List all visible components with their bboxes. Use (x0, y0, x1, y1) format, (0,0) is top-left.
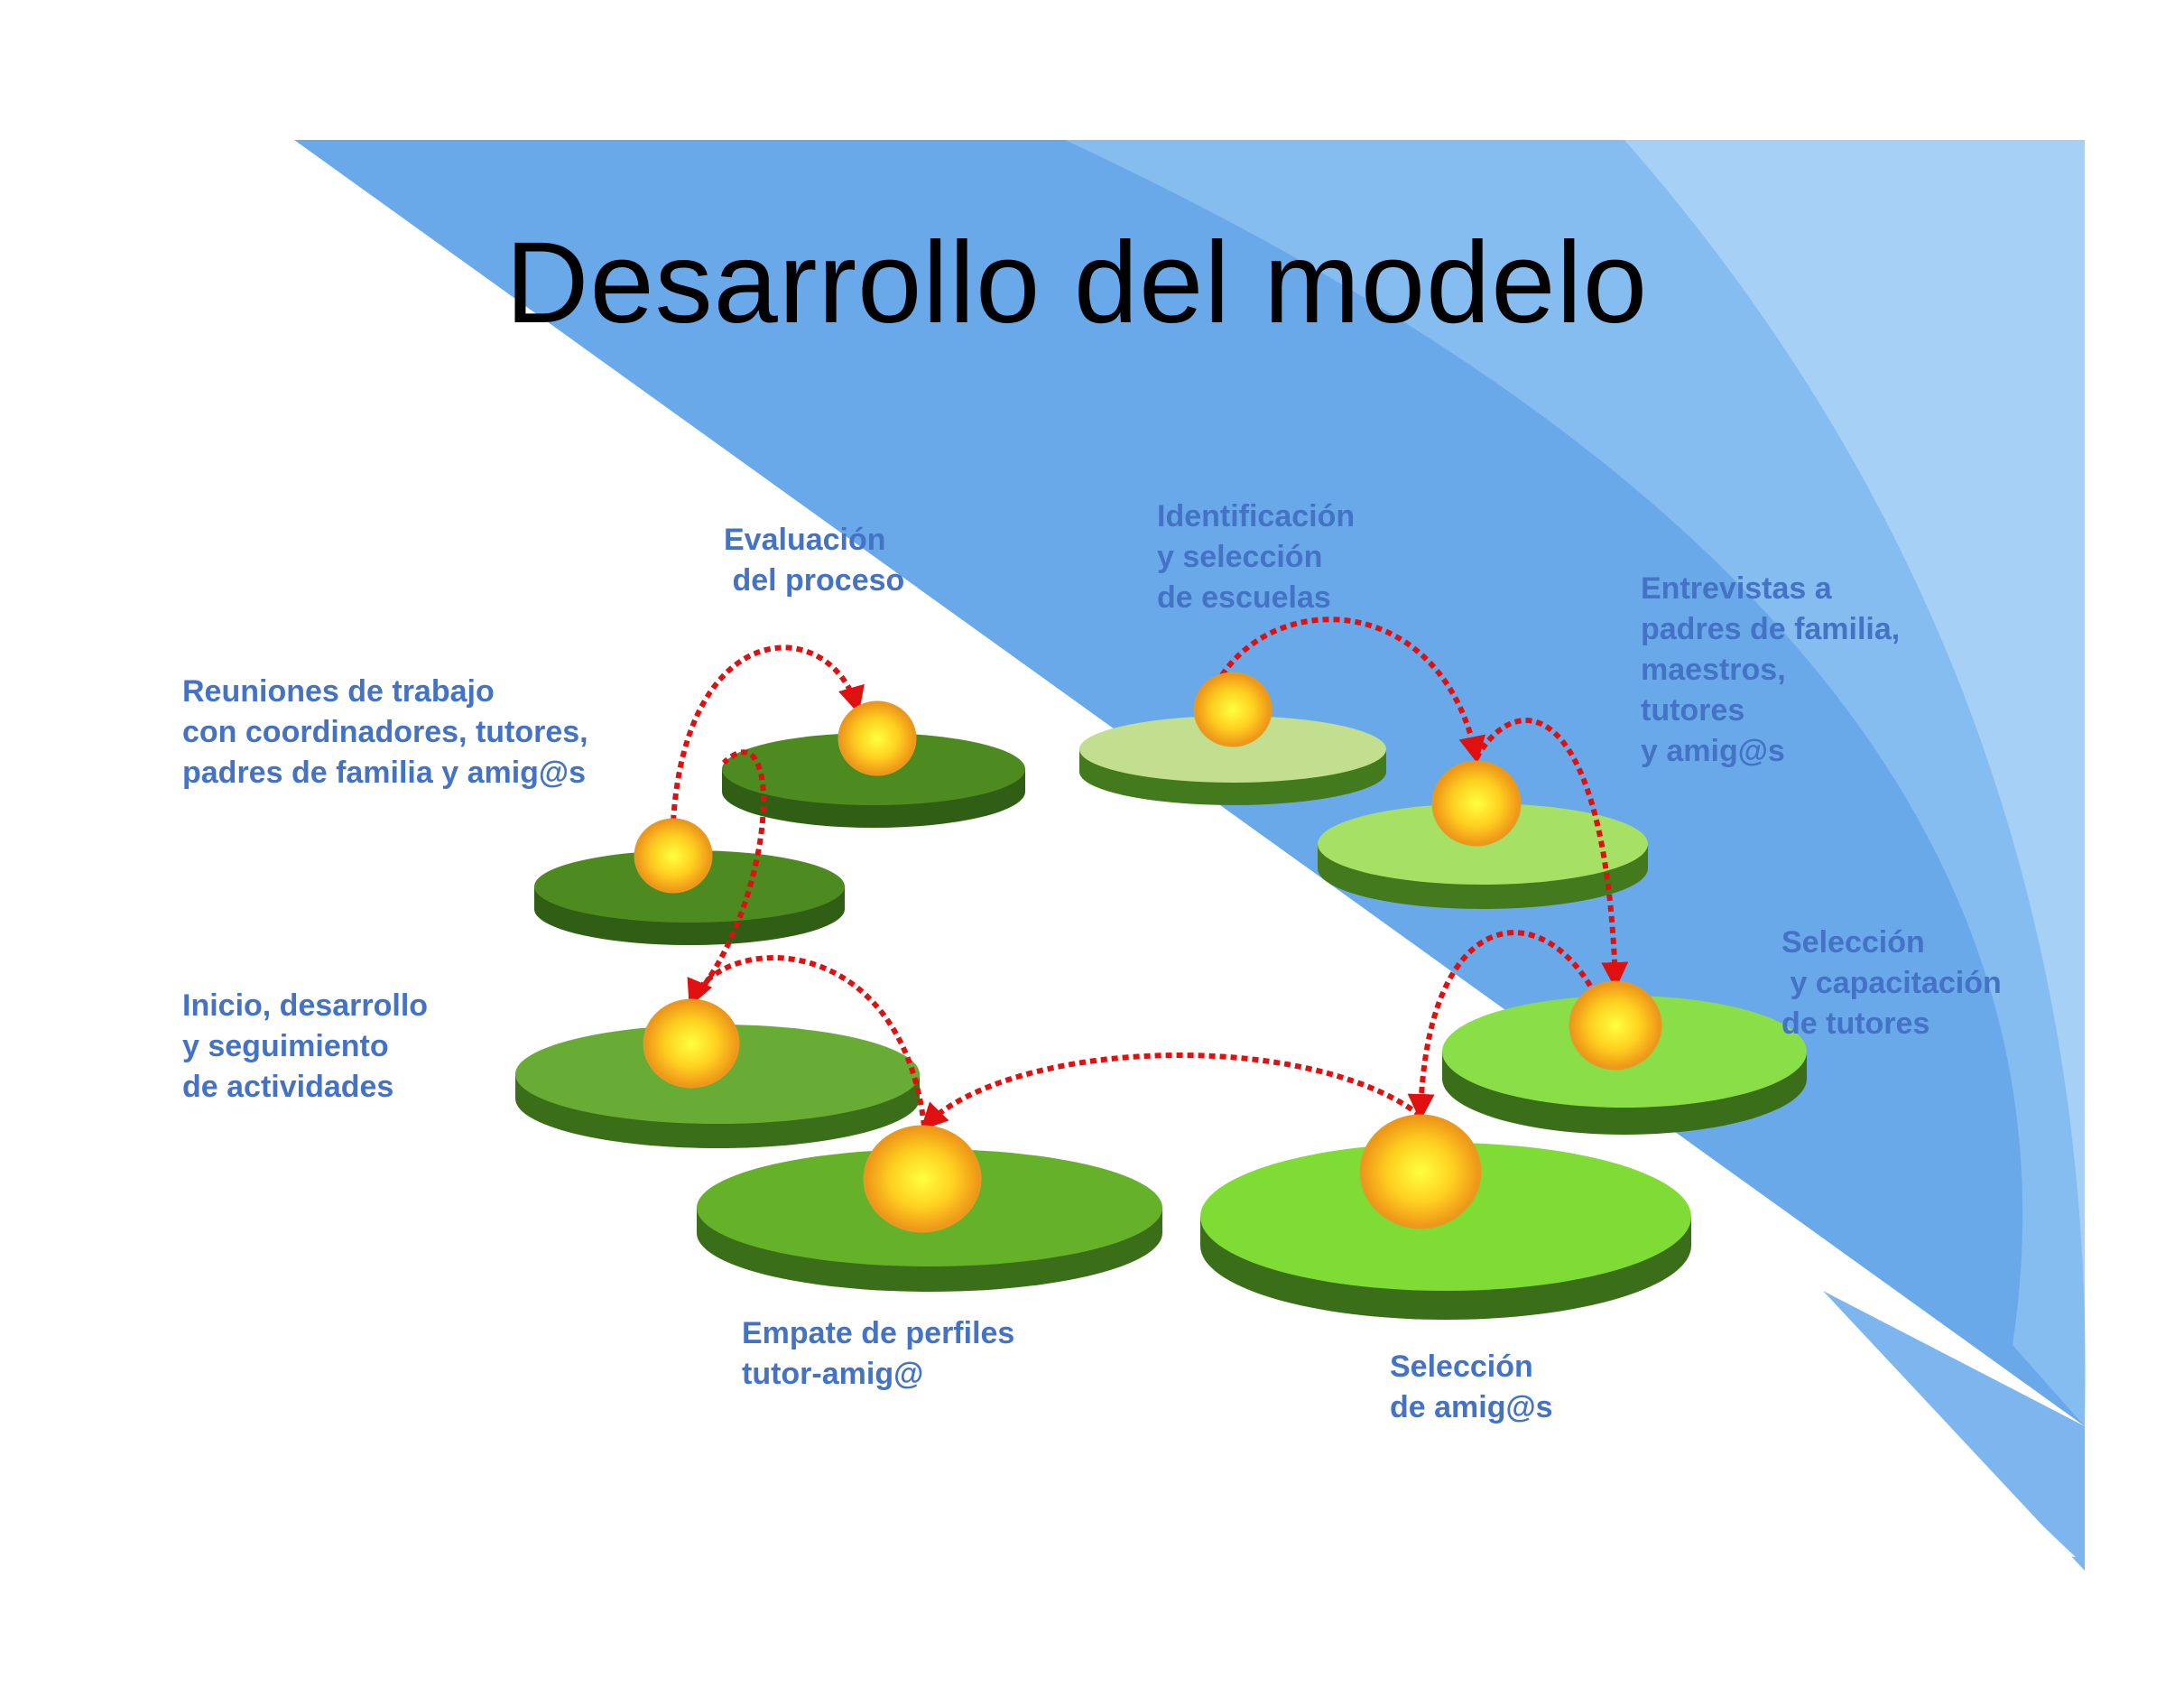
node-evaluacion (838, 700, 917, 776)
node-identificacion (1193, 672, 1272, 747)
node-reuniones (634, 818, 713, 894)
arrow-identificacion-entrevistas (1219, 617, 1485, 764)
slide-title: Desarrollo del modelo (505, 218, 1649, 348)
node-entrevistas (1431, 760, 1522, 847)
label-evaluacion: Evaluación del proceso (724, 523, 905, 598)
label-identificacion: Identificación y selección de escuelas (1157, 499, 1356, 615)
node-empate (863, 1125, 982, 1233)
label-reuniones: Reuniones de trabajo con coordinadores, … (182, 674, 588, 790)
node-seleccion-amigos (1359, 1114, 1482, 1229)
platform-identificacion (1079, 716, 1386, 805)
label-empate: Empate de perfiles tutor-amig@ (742, 1316, 1015, 1391)
node-inicio (643, 998, 740, 1089)
label-entrevistas: Entrevistas a padres de familia, maestro… (1641, 571, 1901, 768)
arrow-seleccion-amigos-empate (920, 1053, 1422, 1131)
nodes (634, 672, 1662, 1233)
arrow-empate-inicio (687, 955, 927, 1127)
label-seleccion-tutores: Selección y capacitación de tutores (1781, 925, 2002, 1041)
label-seleccion-amigos: Selección de amig@s (1390, 1349, 1553, 1424)
arrow-reuniones-evaluacion (671, 645, 865, 822)
platform-empate (697, 1149, 1162, 1292)
flow-arrows (671, 617, 1629, 1131)
arrow-inicio-reuniones (689, 749, 766, 1004)
blue-background-swoosh (294, 140, 2086, 1571)
arrow-entrevistas-seleccion-tutores (1474, 718, 1629, 989)
node-seleccion-tutores (1569, 980, 1662, 1071)
label-inicio: Inicio, desarrollo y seguimiento de acti… (182, 988, 429, 1104)
